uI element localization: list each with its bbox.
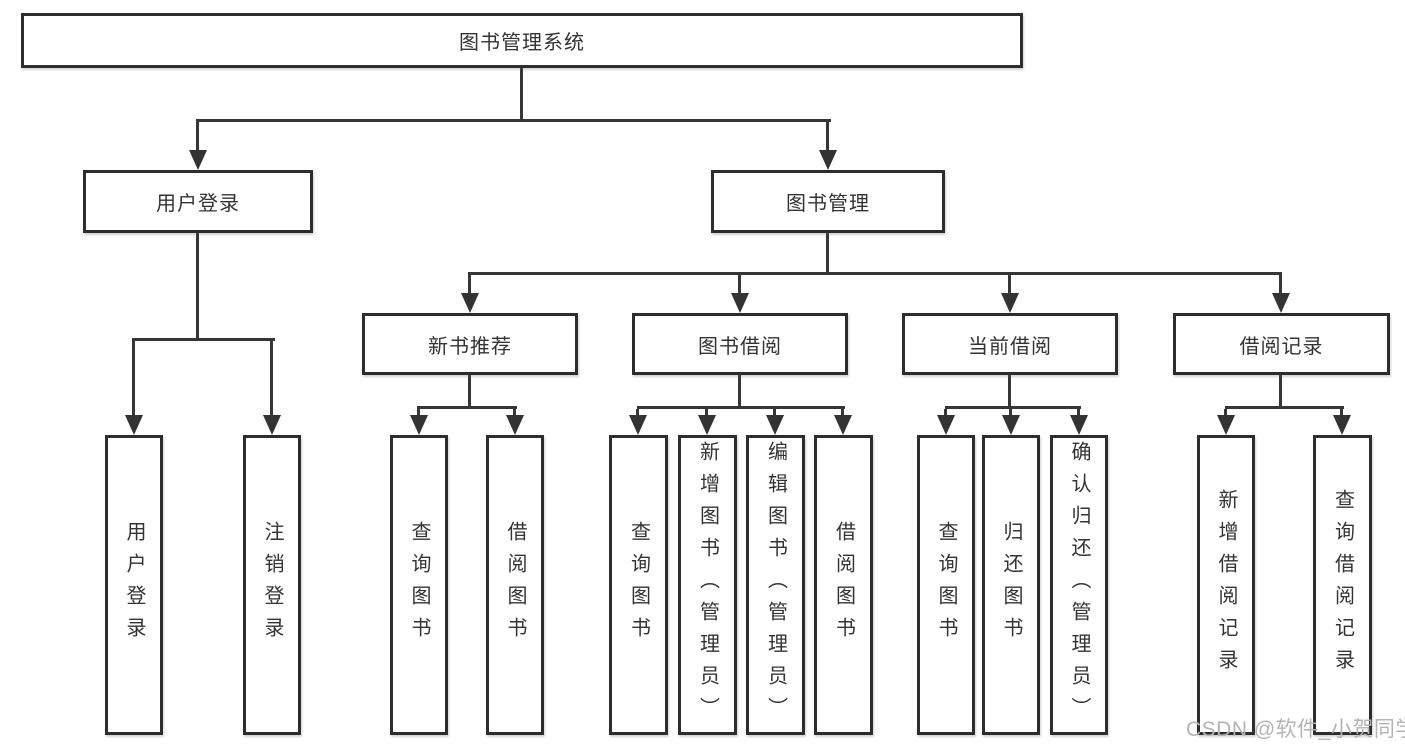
arrow-down-icon [698,415,716,435]
leaf-query-books-recommend-label: 查询图书 [408,521,430,649]
leaf-query-borrow-record-label: 查询借阅记录 [1331,489,1354,681]
connector-line [705,409,708,417]
connector-line [1224,409,1227,417]
leaf-query-books-recommend: 查询图书 [390,435,448,735]
arrow-down-icon [461,293,479,313]
connector-line [196,119,831,122]
arrow-down-icon [731,293,749,313]
connector-line [468,275,471,293]
arrow-down-icon [125,415,143,435]
connector-line [520,68,523,119]
leaf-borrow-books-recommend: 借阅图书 [486,435,544,735]
leaf-query-books-borrow: 查询图书 [609,435,668,735]
node-new-book-recommendation: 新书推荐 [362,313,578,375]
node-book-borrowing: 图书借阅 [632,313,848,375]
leaf-query-books-current-label: 查询图书 [935,521,957,649]
connector-line [637,406,845,409]
connector-line [1225,406,1344,409]
connector-line [417,406,517,409]
leaf-query-borrow-record: 查询借阅记录 [1313,435,1372,735]
connector-line [826,122,829,150]
watermark: CSDN @软件_小贺同学 [1186,718,1405,741]
arrow-down-icon [937,415,955,435]
leaf-add-books-admin-label: 新增图书（管理员） [696,441,719,729]
leaf-user-login: 用户登录 [105,435,163,735]
connector-line [270,341,273,415]
arrow-down-icon [1001,293,1019,313]
node-book-management-label: 图书管理 [786,193,870,215]
node-new-book-recommendation-label: 新书推荐 [428,335,512,358]
connector-line [468,272,1282,275]
node-root-label: 图书管理系统 [459,32,585,54]
leaf-confirm-return-admin: 确认归还（管理员） [1050,435,1108,735]
connector-line [1279,275,1282,293]
connector-line [1077,409,1080,417]
connector-line [826,233,829,272]
arrow-down-icon [1002,415,1020,435]
arrow-down-icon [1217,415,1235,435]
node-current-borrowing: 当前借阅 [902,313,1118,375]
node-root: 图书管理系统 [21,13,1023,68]
connector-line [196,233,199,338]
leaf-logout: 注销登录 [243,435,301,735]
connector-line [196,122,199,150]
arrow-down-icon [1070,415,1088,435]
connector-line [1009,409,1012,417]
arrow-down-icon [1333,415,1351,435]
connector-line [841,409,844,417]
connector-line [738,275,741,293]
node-user-login: 用户登录 [83,170,313,233]
leaf-logout-label: 注销登录 [261,521,283,649]
node-user-login-label: 用户登录 [156,193,240,215]
arrow-down-icon [410,415,428,435]
connector-line [945,406,1081,409]
connector-line [132,338,275,341]
arrow-down-icon [834,415,852,435]
node-book-borrowing-label: 图书借阅 [698,335,782,358]
arrow-down-icon [506,415,524,435]
arrow-down-icon [1272,293,1290,313]
leaf-confirm-return-admin-label: 确认归还（管理员） [1068,441,1090,729]
connector-line [132,341,135,415]
arrow-down-icon [263,415,281,435]
connector-line [773,409,776,417]
leaf-edit-books-admin-label: 编辑图书（管理员） [764,441,787,729]
node-borrowing-records-label: 借阅记录 [1239,335,1324,358]
leaf-user-login-label: 用户登录 [123,521,145,649]
leaf-add-books-admin: 新增图书（管理员） [678,435,737,735]
connector-line [468,375,471,406]
node-book-management: 图书管理 [711,170,945,233]
connector-line [636,409,639,417]
node-current-borrowing-label: 当前借阅 [968,335,1052,358]
connector-line [738,375,741,406]
arrow-down-icon [819,150,837,170]
leaf-query-books-current: 查询图书 [917,435,975,735]
leaf-add-borrow-record: 新增借阅记录 [1197,435,1255,735]
arrow-down-icon [189,150,207,170]
node-borrowing-records: 借阅记录 [1173,313,1390,375]
connector-line [944,409,947,417]
connector-line [513,409,516,417]
connector-line [1340,409,1343,417]
arrow-down-icon [629,415,647,435]
connector-line [1279,375,1282,406]
leaf-return-books-label: 归还图书 [1000,521,1022,649]
connector-line [417,409,420,417]
connector-line [1008,275,1011,293]
leaf-edit-books-admin: 编辑图书（管理员） [746,435,805,735]
leaf-borrow-books-borrow: 借阅图书 [814,435,873,735]
leaf-add-borrow-record-label: 新增借阅记录 [1215,489,1237,681]
connector-line [1008,375,1011,406]
leaf-query-books-borrow-label: 查询图书 [627,521,650,649]
leaf-borrow-books-borrow-label: 借阅图书 [832,521,855,649]
arrow-down-icon [766,415,784,435]
leaf-borrow-books-recommend-label: 借阅图书 [504,521,526,649]
leaf-return-books: 归还图书 [982,435,1040,735]
